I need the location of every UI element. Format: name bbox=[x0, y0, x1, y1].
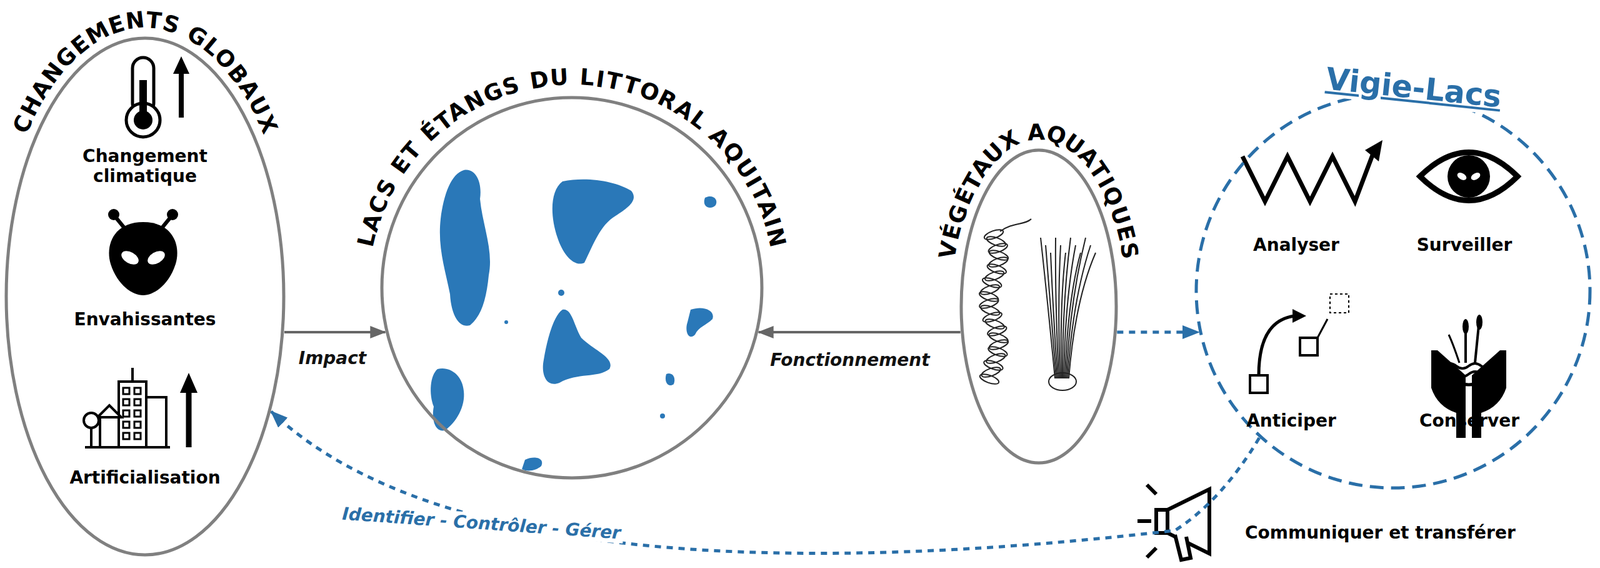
item-label: Changement climatique bbox=[57, 146, 233, 187]
aquatic-plants bbox=[978, 218, 1096, 390]
heading-letter: S bbox=[1115, 240, 1144, 261]
heading-letter: L bbox=[579, 64, 596, 92]
heading-letter: S bbox=[159, 9, 183, 39]
edge-label: Fonctionnement bbox=[767, 349, 932, 370]
heading-letter bbox=[570, 63, 579, 90]
alien-icon bbox=[108, 208, 179, 295]
edge-label: Impact bbox=[296, 347, 370, 369]
analyse-icon bbox=[1242, 140, 1383, 202]
curved-heading: LACS ET ÉTANGS DU LITTORAL AQUITAIN bbox=[348, 58, 795, 257]
megaphone-icon bbox=[1137, 484, 1210, 560]
anticipate-icon bbox=[1250, 293, 1349, 393]
node-outline bbox=[959, 148, 1119, 465]
item-label: Surveiller bbox=[1401, 235, 1527, 255]
lakes-circle: LACS ET ÉTANGS DU LITTORAL AQUITAIN bbox=[380, 95, 764, 480]
heading-letter: T bbox=[145, 6, 164, 34]
plants-ellipse: VÉGÉTAUX AQUATIQUES bbox=[959, 148, 1119, 465]
flow-arrow bbox=[284, 330, 385, 334]
vigie-lacs-circle: Vigie-LacsAnalyserSurveillerAnticiperCon… bbox=[1194, 91, 1592, 490]
heading-letter: N bbox=[124, 6, 147, 35]
thermometer-icon bbox=[126, 56, 190, 137]
edge-label: Identifier - Contrôler - Gérer bbox=[338, 502, 624, 544]
heading-letter: D bbox=[528, 65, 551, 94]
item-label: Artificialisation bbox=[41, 467, 249, 488]
panel-title: Vigie-Lacs bbox=[1318, 60, 1510, 116]
heading-letter: U bbox=[549, 63, 570, 91]
item-label: Anticiper bbox=[1228, 410, 1354, 431]
item-label: Analyser bbox=[1233, 235, 1359, 255]
dashed-arrow bbox=[271, 411, 1260, 554]
heading-letter: V bbox=[934, 238, 963, 261]
curved-heading: VÉGÉTAUX AQUATIQUES bbox=[930, 113, 1148, 269]
free-label: Communiquer et transférer bbox=[1245, 521, 1516, 543]
flow-arrow bbox=[758, 330, 961, 334]
heading-letter: A bbox=[1027, 118, 1047, 145]
item-label: Conserver bbox=[1406, 410, 1532, 431]
lakes-map bbox=[430, 170, 717, 471]
node-outline bbox=[380, 95, 764, 480]
city-icon bbox=[83, 367, 198, 447]
item-label: Envahissantes bbox=[45, 309, 245, 330]
heading-letter: N bbox=[761, 225, 792, 250]
dashed-arrow bbox=[1116, 330, 1199, 334]
curved-heading: CHANGEMENTS GLOBAUX bbox=[4, 2, 286, 142]
eye-icon bbox=[1420, 152, 1518, 201]
global-change-ellipse: CHANGEMENTS GLOBAUXChangement climatique… bbox=[4, 36, 286, 557]
